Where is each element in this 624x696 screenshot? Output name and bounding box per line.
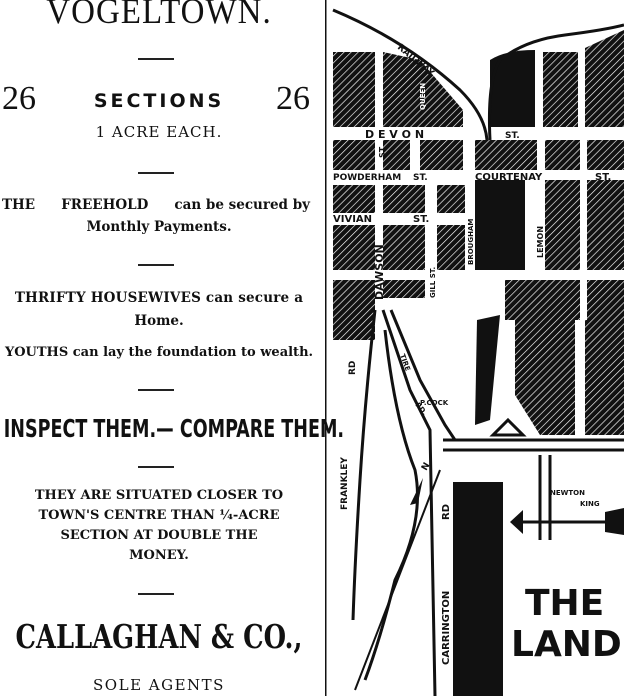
- the-land-section: [453, 482, 503, 696]
- sections-label: SECTIONS: [93, 90, 225, 112]
- arrow-tail: [605, 508, 624, 535]
- label-courtenay: COURTENAY: [475, 172, 543, 183]
- label-powderham-st: ST.: [413, 173, 428, 183]
- label-newton: NEWTON: [550, 489, 585, 497]
- label-st: ST: [378, 146, 387, 158]
- arrow-up-icon: [410, 478, 423, 505]
- city-blocks: [333, 30, 624, 696]
- label-king: KING: [580, 500, 600, 508]
- label-land: LAND: [511, 624, 622, 665]
- count-left: 26: [2, 80, 36, 117]
- label-carrington-rd: RD: [441, 504, 452, 520]
- divider: [138, 593, 174, 595]
- label-brougham: BROUGHAM: [467, 219, 475, 265]
- roads: [332, 8, 624, 696]
- label-dawson: DAWSON: [373, 244, 386, 300]
- freehold-line-1: THE FREEHOLD can be secured by: [2, 197, 310, 213]
- situated-line-2: TOWN'S CENTRE THAN ¼-ACRE: [38, 508, 280, 523]
- label-pcock: P.COCK: [420, 399, 449, 407]
- ad-title: VOGELTOWN.: [46, 0, 272, 32]
- youths-line: YOUTHS can lay the foundation to wealth.: [4, 345, 314, 360]
- freehold-line-2: Monthly Payments.: [86, 219, 232, 235]
- freehold-word: FREEHOLD: [61, 197, 149, 213]
- direction-line: [354, 469, 441, 691]
- freehold-rest: can be secured by: [174, 197, 310, 213]
- agent-name: CALLAGHAN & CO.,: [15, 617, 303, 656]
- label-powderham: POWDERHAM: [333, 173, 401, 183]
- divider: [138, 172, 174, 174]
- freehold-word-the: THE: [2, 197, 36, 213]
- label-the: THE: [525, 583, 604, 624]
- label-carrington: CARRINGTON: [441, 591, 452, 665]
- label-queen: QUEEN: [419, 83, 427, 110]
- count-right: 26: [276, 80, 310, 117]
- label-devon: D E V O N: [365, 128, 424, 141]
- situated-line-3: SECTION AT DOUBLE THE: [60, 528, 258, 543]
- divider: [138, 264, 174, 266]
- vogeltown-map: RAILWAY QUEEN D E V O N ST. ST POWDERHAM…: [325, 0, 624, 696]
- label-vivian-st: ST.: [413, 214, 429, 225]
- section-size: 1 ACRE EACH.: [95, 123, 223, 141]
- divider: [138, 58, 174, 60]
- label-devon-st: ST.: [505, 131, 520, 141]
- label-gill: GILL ST.: [429, 267, 437, 298]
- agent-role: SOLE AGENTS: [93, 676, 225, 694]
- situated-line-4: MONEY.: [129, 548, 189, 563]
- label-courtenay-st: ST.: [595, 172, 611, 183]
- housewives-line-1: THRIFTY HOUSEWIVES can secure a: [14, 290, 304, 306]
- advertisement-text-column: VOGELTOWN. 26 26 SECTIONS 1 ACRE EACH. T…: [2, 0, 345, 694]
- situated-line-1: THEY ARE SITUATED CLOSER TO: [34, 488, 284, 503]
- arrow-left-icon: [510, 510, 523, 534]
- label-lemon: LEMON: [536, 226, 545, 258]
- divider: [138, 466, 174, 468]
- label-vivian: VIVIAN: [333, 214, 372, 225]
- inspect-line: INSPECT THEM.— COMPARE THEM.: [3, 414, 345, 443]
- label-frankley: FRANKLEY: [340, 457, 350, 510]
- north-label: N: [420, 461, 432, 473]
- housewives-line-2: Home.: [134, 313, 184, 329]
- divider: [138, 389, 174, 391]
- label-frankley-rd: RD: [348, 361, 358, 375]
